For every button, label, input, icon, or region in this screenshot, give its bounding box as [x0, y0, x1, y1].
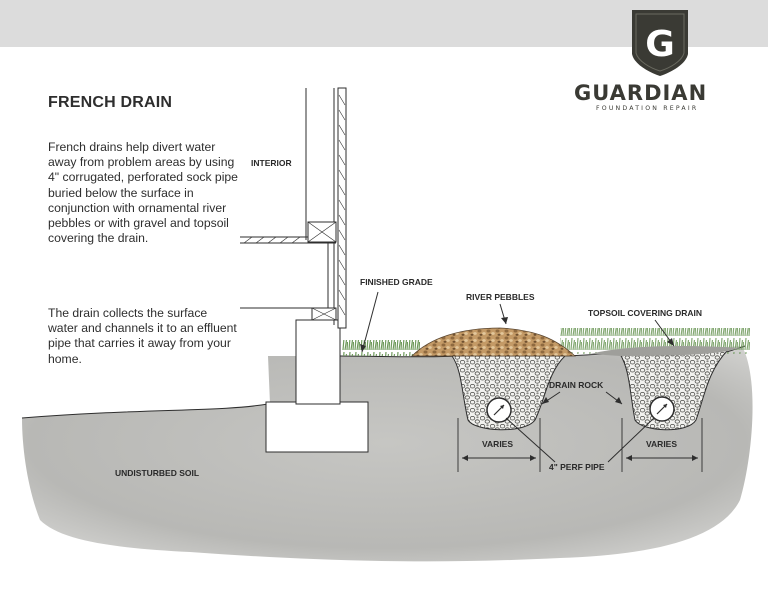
shield-icon — [632, 10, 688, 76]
label-drain-rock: DRAIN ROCK — [549, 380, 604, 390]
river-pebbles-mound — [411, 327, 577, 357]
logo-tagline: FOUNDATION REPAIR — [596, 105, 698, 112]
label-river-pebbles: RIVER PEBBLES — [466, 292, 535, 302]
logo-letter: G — [645, 24, 675, 65]
description-paragraph-2: The drain collects the surface water and… — [48, 306, 237, 366]
guardian-logo: G GUARDIAN FOUNDATION REPAIR — [574, 10, 707, 112]
page-title: FRENCH DRAIN — [48, 94, 173, 111]
label-varies-left: VARIES — [482, 439, 513, 449]
undisturbed-soil-area — [22, 346, 753, 562]
logo-wordmark: GUARDIAN — [574, 81, 707, 105]
soil-top-line — [21, 403, 269, 419]
label-perf-pipe: 4" PERF PIPE — [549, 462, 605, 472]
description-paragraph-1: French drains help divert water away fro… — [48, 140, 238, 246]
label-interior: INTERIOR — [251, 158, 292, 168]
trench-left — [451, 355, 567, 431]
label-topsoil: TOPSOIL COVERING DRAIN — [588, 308, 702, 318]
label-undisturbed-soil: UNDISTURBED SOIL — [115, 468, 199, 478]
label-finished-grade: FINISHED GRADE — [360, 277, 433, 287]
topsoil-cover — [590, 346, 740, 356]
grass-left — [342, 340, 420, 356]
label-varies-right: VARIES — [646, 439, 677, 449]
house-foundation — [240, 87, 369, 453]
trench-right — [619, 349, 730, 431]
